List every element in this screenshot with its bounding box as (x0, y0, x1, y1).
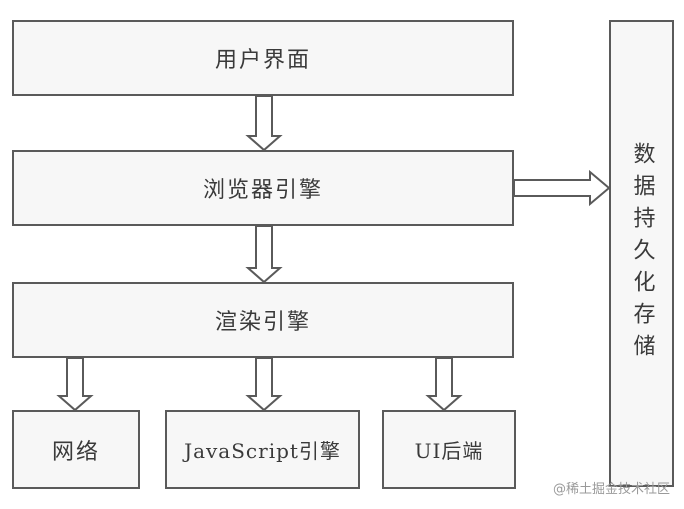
javascript-engine-label: JavaScript引擎 (184, 439, 341, 463)
network-label: 网络 (51, 439, 100, 465)
user-interface-box: 用户界面 (12, 20, 514, 96)
arrow-render-to-uibackend (425, 357, 463, 412)
user-interface-label: 用户界面 (214, 48, 311, 73)
rendering-engine-label: 渲染引擎 (214, 310, 311, 335)
rendering-engine-box: 渲染引擎 (12, 282, 514, 358)
data-persistence-label: 数据持久化存储 (629, 141, 655, 366)
arrow-browser-to-persist (513, 169, 611, 207)
arrow-browser-to-render (245, 225, 283, 284)
data-persistence-box: 数据持久化存储 (609, 20, 674, 487)
arrow-render-to-js (245, 357, 283, 412)
watermark-text: @稀土掘金技术社区 (552, 482, 670, 497)
arrow-render-to-network (56, 357, 94, 412)
browser-engine-label: 浏览器引擎 (202, 178, 323, 203)
arrow-ui-to-browser (245, 95, 283, 152)
ui-backend-label: UI后端 (414, 439, 484, 463)
network-box: 网络 (12, 410, 140, 489)
javascript-engine-box: JavaScript引擎 (165, 410, 360, 489)
browser-engine-box: 浏览器引擎 (12, 150, 514, 226)
ui-backend-box: UI后端 (382, 410, 516, 489)
